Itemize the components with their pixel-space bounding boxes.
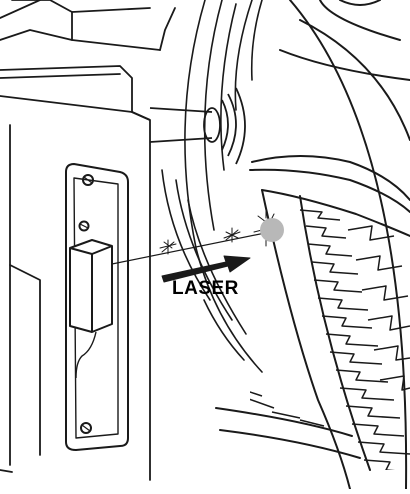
laser-label: LASER [172, 278, 239, 299]
sensor-mount-plate [65, 163, 129, 451]
laser-sensor-box [69, 239, 113, 379]
screw-icon [78, 220, 90, 232]
wheel-rim [161, 0, 263, 373]
laser-arrow-icon [161, 255, 251, 283]
screw-icon [80, 422, 92, 434]
laser-spot [260, 218, 284, 242]
machine-body [0, 0, 176, 481]
screw-icon [82, 174, 94, 186]
tire-tread [250, 209, 410, 470]
tire [215, 0, 410, 490]
laser-beam [111, 231, 271, 265]
axle-shaft [131, 87, 246, 165]
